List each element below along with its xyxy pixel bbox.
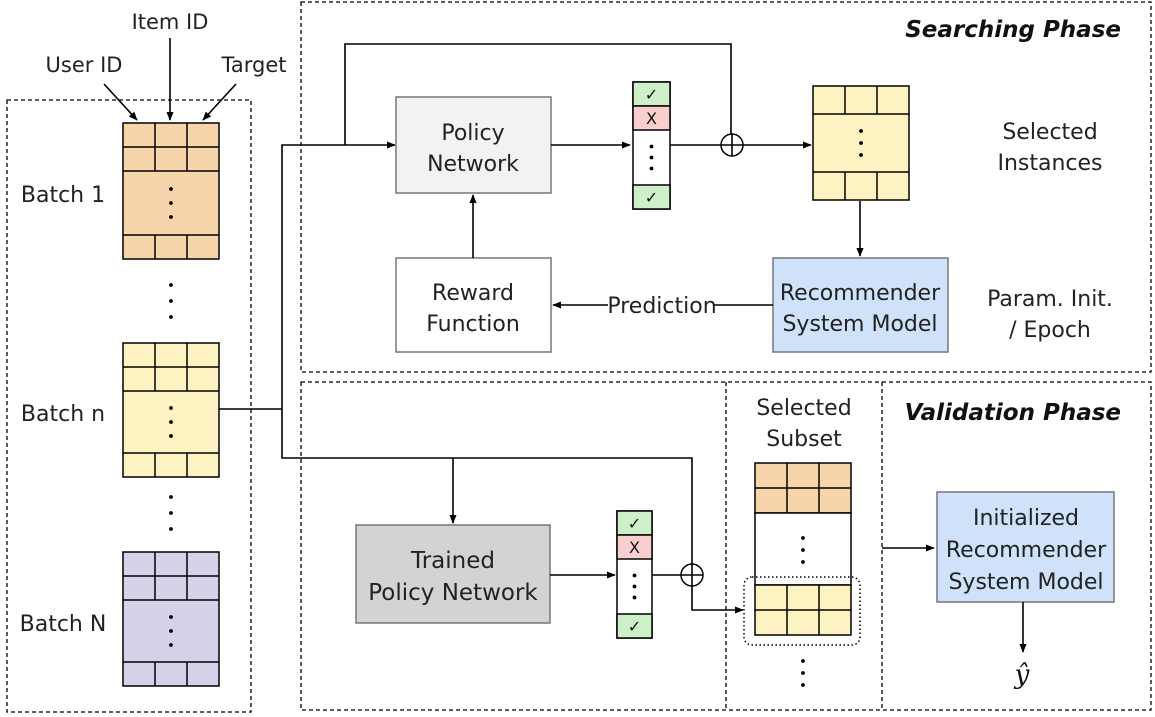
- batch-1-ellipsis-dot: [169, 187, 173, 191]
- mask-cross-cell: [616, 534, 653, 560]
- subset-gap: [754, 512, 852, 586]
- mask-ellipsis-dot: [649, 166, 654, 171]
- mask-ellipsis-dot: [649, 155, 654, 160]
- batch-1-outline: [122, 122, 220, 260]
- item-id-label: Item ID: [132, 10, 209, 34]
- mask-ellipsis-dot: [632, 573, 637, 578]
- batch-ellipsis-dot: [169, 511, 173, 515]
- batch-1-ellipsis-dot: [169, 201, 173, 205]
- batch-n-ellipsis-dot: [169, 420, 173, 424]
- selected-instances-grid: [812, 85, 910, 201]
- subset-ellipsis-dot: [801, 659, 805, 663]
- batch-1-ellipsis-dot: [169, 215, 173, 219]
- mask-check-symbol: ✓: [628, 617, 641, 636]
- subset-ellipsis-dot: [801, 560, 805, 564]
- mask-ellipsis-dot: [632, 584, 637, 589]
- searching-phase-region: [300, 1, 1152, 373]
- batch-N-label: Batch N: [20, 612, 107, 637]
- initialized-model-box: [936, 491, 1115, 603]
- batch-ellipsis-dot: [169, 283, 173, 287]
- batch-N-ellipsis-dot: [169, 643, 173, 647]
- batch-n-ellipsis-dot: [169, 434, 173, 438]
- selected-ellipsis-dot: [859, 129, 863, 133]
- target-label: Target: [221, 53, 287, 77]
- mask-cross-cell: [632, 105, 671, 131]
- output-y-hat: ŷ: [1014, 660, 1030, 690]
- user-id-label: User ID: [46, 53, 123, 77]
- searching-phase-title: Searching Phase: [905, 17, 1121, 43]
- validation-phase-title: Validation Phase: [905, 400, 1121, 426]
- mask-ellipsis-dot: [632, 595, 637, 600]
- subset-ellipsis-dot: [801, 671, 805, 675]
- trained-policy-network-box: [355, 524, 551, 624]
- batch-to-subset-line: [281, 409, 744, 614]
- mask-cross-symbol: X: [629, 538, 640, 557]
- subset-ellipsis-dot: [801, 548, 805, 552]
- mask-ellipsis-dot: [649, 144, 654, 149]
- reward-function-box: [395, 257, 552, 353]
- prediction-label-bg: [608, 292, 714, 318]
- action-mask-searching: ✓ X ✓: [632, 81, 671, 210]
- mask-check-symbol: ✓: [645, 188, 658, 207]
- mask-check-symbol: ✓: [628, 514, 641, 533]
- selected-ellipsis-dot: [859, 141, 863, 145]
- batch-1-label: Batch 1: [21, 183, 105, 208]
- batch-n-ellipsis-dot: [169, 406, 173, 410]
- mask-check-cell: [616, 613, 653, 639]
- action-mask-validation: ✓ X ✓: [616, 510, 653, 639]
- batch-n-outline: [122, 342, 220, 478]
- param-init-label: Param. Init./ Epoch: [987, 287, 1113, 343]
- selected-ellipsis-dot: [859, 153, 863, 157]
- mask-check-symbol: ✓: [645, 85, 658, 104]
- batch-ellipsis-dot: [169, 527, 173, 531]
- mask-check-cell: [616, 510, 653, 536]
- batch-N-outline: [122, 551, 220, 687]
- batch-to-policy-line: [219, 141, 396, 410]
- batch-N-ellipsis-dot: [169, 629, 173, 633]
- selected-subset-grid: [754, 462, 852, 687]
- batch-ellipsis-dot: [169, 299, 173, 303]
- batch-1-grid: [122, 122, 220, 260]
- batch-ellipsis-dot: [169, 315, 173, 319]
- validation-phase-region: [300, 381, 1152, 711]
- batch-ellipsis-dot: [169, 495, 173, 499]
- batch-loop-line: [344, 43, 732, 145]
- batch-n-label: Batch n: [21, 402, 105, 427]
- subset-ellipsis-dot: [801, 683, 805, 687]
- mask-check-cell: [632, 184, 671, 210]
- subset-ellipsis-dot: [801, 536, 805, 540]
- target-arrow: [202, 83, 237, 121]
- mask-cross-symbol: X: [646, 109, 657, 128]
- recommender-model-box: [772, 257, 949, 353]
- prediction-label: Prediction: [607, 294, 716, 319]
- batch-N-grid: [122, 551, 220, 687]
- batch-N-ellipsis-dot: [169, 615, 173, 619]
- batch-n-grid: [122, 342, 220, 478]
- user-id-arrow: [103, 83, 138, 121]
- batch-ellipsis: [169, 283, 173, 531]
- batches-region: [6, 99, 252, 713]
